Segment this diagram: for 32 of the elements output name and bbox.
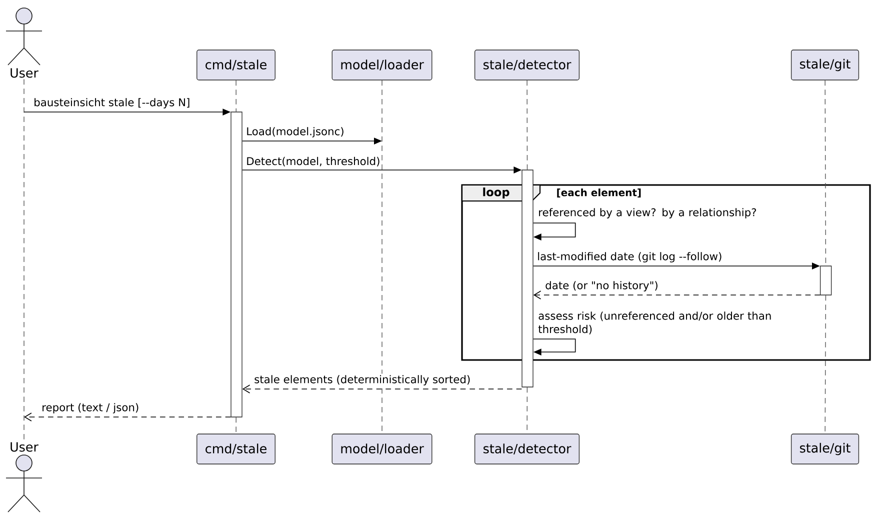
loop-keyword: loop	[483, 188, 510, 198]
edge-label: Detect(model, threshold)	[244, 156, 382, 168]
lifeline	[824, 295, 826, 434]
edge-label: stale elements (deterministically sorted)	[252, 374, 472, 387]
lifeline	[824, 80, 826, 266]
participant-box: model/loader	[332, 434, 432, 464]
participant-box: stale/git	[790, 50, 860, 80]
edge-label: assess risk (unreferenced and/or older than threshold)	[538, 312, 771, 334]
activation-bar	[522, 170, 534, 388]
message-arrow	[533, 290, 820, 300]
edge-label: report (text / json)	[40, 402, 140, 415]
actor-label: User	[10, 68, 38, 78]
edge-label: bausteinsicht stale [--days N]	[32, 96, 192, 110]
message-arrow	[24, 412, 232, 422]
participant-box: model/loader	[332, 50, 432, 80]
participant-box: cmd/stale	[196, 50, 276, 80]
participant-box: stale/detector	[474, 50, 580, 80]
edge-label: Load(model.jsonc)	[244, 126, 346, 139]
participant-box: stale/git	[790, 434, 860, 464]
self-message-arrow	[532, 222, 576, 240]
edge-label: referenced by a view? by a relationship?	[539, 208, 756, 218]
activation-bar	[230, 112, 242, 418]
loop-condition: [each element]	[557, 188, 641, 198]
edge-label: last-modified date (git log --follow)	[536, 250, 724, 264]
edge-label: date (or "no history")	[544, 280, 660, 293]
self-message-arrow	[532, 338, 576, 356]
lifeline	[526, 80, 528, 170]
participant-box: stale/detector	[474, 434, 580, 464]
message-arrow	[242, 384, 522, 394]
activation-bar	[820, 266, 832, 296]
actor-label: User	[10, 442, 38, 452]
participant-box: cmd/stale	[196, 434, 276, 464]
